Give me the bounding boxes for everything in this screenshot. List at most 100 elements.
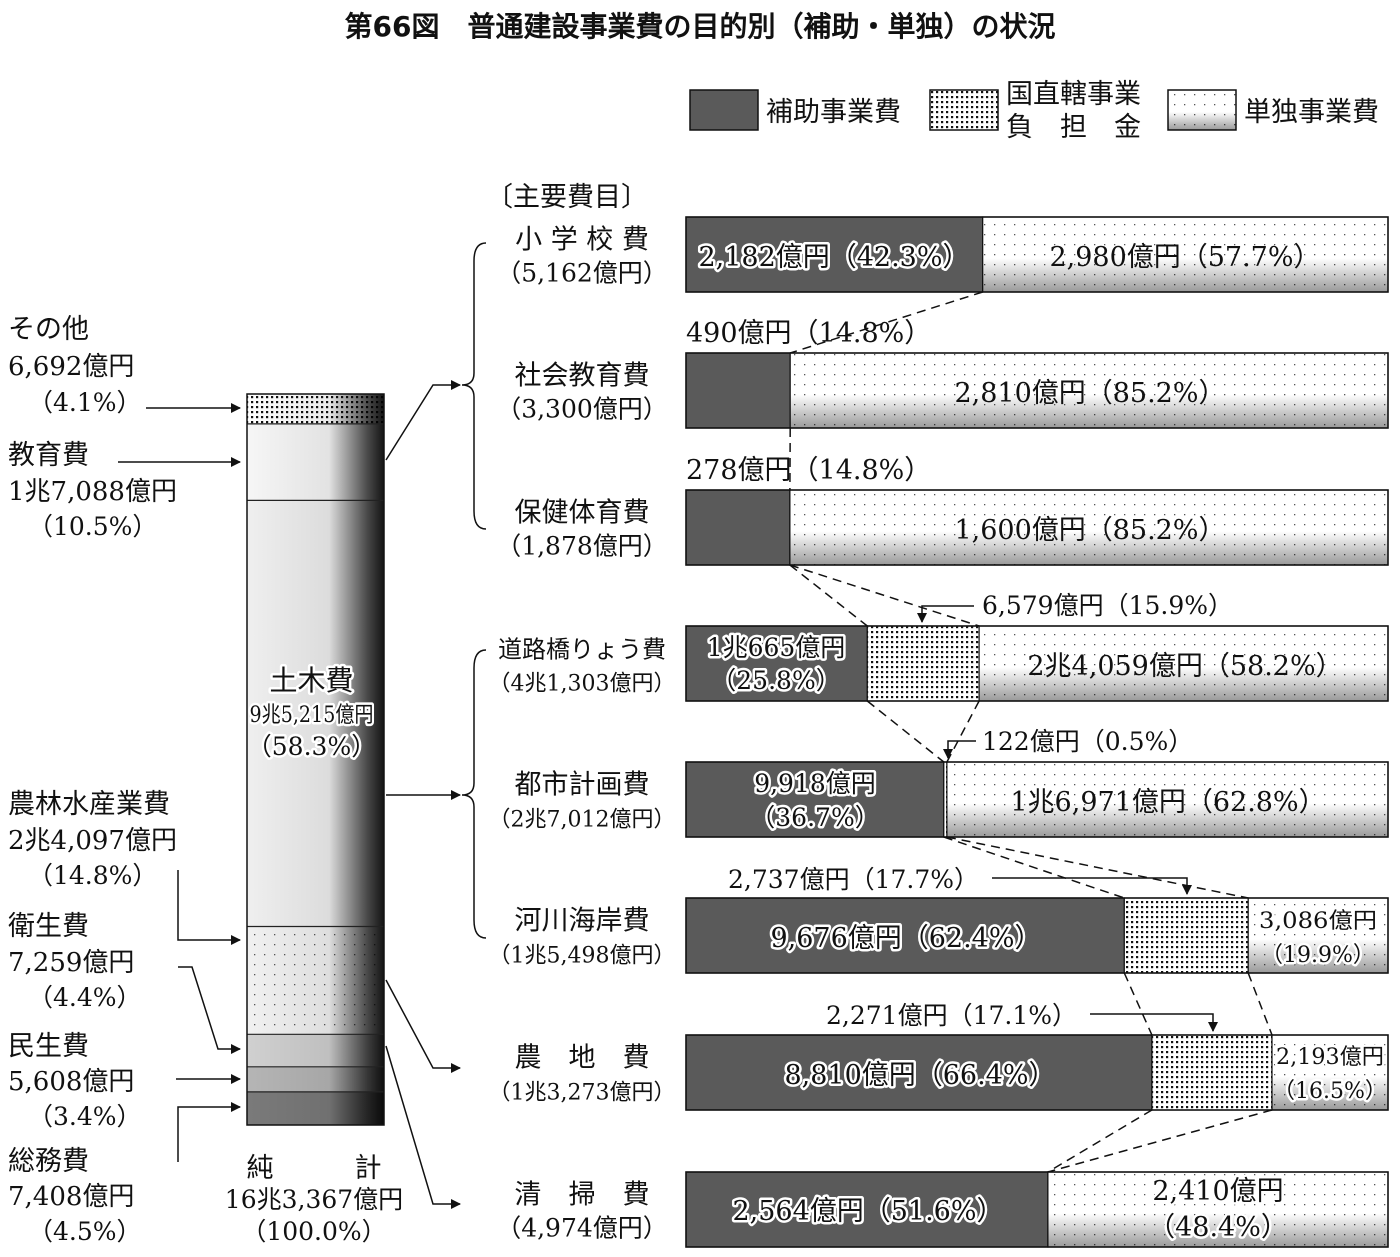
item-name-shogakko: 小 学 校 費 — [515, 225, 649, 256]
item-total-toshi: （2兆7,012億円） — [489, 808, 676, 833]
label-kasen-tandoku-1: 3,086億円 — [1259, 909, 1377, 934]
legend: 補助事業費 国直轄事業 負 担 金 単独事業費 — [689, 79, 1379, 143]
purpose-amount-kyoiku: 1兆7,088億円 — [8, 477, 177, 507]
label-nochi-tandoku-1: 2,193億円 — [1276, 1045, 1384, 1070]
label-seiso-tandoku-2: （48.4%） — [1148, 1212, 1288, 1243]
connector-dash-0 — [789, 291, 983, 354]
bar-shogakko-hojo — [685, 216, 984, 293]
bar-outline-seiso — [685, 1171, 1389, 1248]
label-doro-hojo-2: （25.8%） — [711, 666, 840, 695]
total-label: 純 計 — [247, 1153, 382, 1184]
bar-shakai-hojo — [685, 352, 791, 429]
bar-outline-toshi — [685, 761, 1389, 838]
label-doro-hojo-1: 1兆665億円 — [707, 633, 846, 662]
column-outline — [246, 393, 385, 1126]
item-total-kasen: （1兆5,498億円） — [489, 944, 676, 969]
bar-nochi-tandoku-shade — [1272, 1035, 1388, 1110]
label-shakai-tandoku: 2,810億円（85.2%） — [954, 378, 1225, 409]
purpose-share-minsei: （3.4%） — [28, 1102, 142, 1131]
label-doro-kokuchoku: 6,579億円（15.9%） — [982, 591, 1233, 620]
label-nochi-tandoku-2: （16.5%） — [1273, 1079, 1387, 1104]
label-shogakko-tandoku: 2,980億円（57.7%） — [1049, 242, 1320, 273]
bar-doro-hojo — [685, 625, 868, 702]
purpose-amount-norin: 2兆4,097億円 — [8, 826, 177, 856]
label-seiso-tandoku-1: 2,410億円 — [1152, 1176, 1283, 1207]
bar-toshi-hojo — [685, 761, 945, 838]
label-shakai-hojo: 490億円（14.8%） — [686, 318, 931, 349]
purpose-share-doboku: （58.3%） — [247, 732, 376, 761]
bar-shakai-tandoku-shade — [790, 353, 1388, 428]
purpose-name-kyoiku: 教育費 — [8, 440, 89, 471]
label-doro-tandoku: 2兆4,059億円（58.2%） — [1027, 651, 1342, 682]
label-kasen-tandoku-2: （19.9%） — [1261, 943, 1375, 968]
purpose-amount-doboku: 9兆5,215億円 — [250, 703, 374, 728]
connector-norin — [385, 979, 461, 1073]
bar-outline-doro — [685, 625, 1389, 702]
label-kasen-hojo: 9,676億円（62.4%） — [770, 923, 1041, 954]
brace-civil — [461, 649, 487, 939]
item-name-doro: 道路橋りょう費 — [498, 636, 666, 664]
item-name-shakai: 社会教育費 — [515, 361, 650, 392]
total-amount: 16兆3,367億円 — [225, 1185, 403, 1214]
callout-nochi — [1090, 1013, 1218, 1032]
bar-shogakko-tandoku-shade — [982, 217, 1388, 292]
item-name-toshi: 都市計画費 — [515, 770, 650, 801]
legend-swatch-tandoku-shade — [1168, 90, 1236, 130]
purpose-amount-somu: 7,408億円 — [8, 1182, 134, 1212]
purpose-name-minsei: 民生費 — [8, 1031, 89, 1062]
purpose-share-eisei: （4.4%） — [28, 983, 142, 1012]
column-shade — [247, 394, 384, 1125]
connector-kyoiku — [385, 380, 461, 461]
label-toshi-hojo-2: （36.7%） — [750, 803, 879, 832]
label-hoken-tandoku: 1,600億円（85.2%） — [954, 515, 1225, 546]
bar-doro-kokuchoku — [866, 625, 980, 702]
purpose-share-norin: （14.8%） — [28, 861, 157, 890]
callout-doro — [917, 605, 974, 623]
arrow-norin — [177, 870, 241, 945]
connector-dash-4-a — [943, 836, 1125, 899]
connector-dash-2-a — [789, 564, 868, 627]
connector-dash-6-a — [1047, 1109, 1153, 1173]
legend-label-kokuchoku-2: 負 担 金 — [1006, 112, 1141, 143]
purpose-share-sonota: （4.1%） — [28, 388, 142, 417]
sub-header: 〔主要費目〕 — [486, 182, 648, 213]
chart-title: 第66図 普通建設事業費の目的別（補助・単独）の状況 — [345, 10, 1056, 43]
bar-outline-shogakko — [685, 216, 1389, 293]
brace-education — [461, 242, 487, 530]
item-total-hoken: （1,878億円） — [496, 532, 668, 561]
callout-toshi — [943, 740, 976, 759]
label-nochi-hojo: 8,810億円（66.4%） — [784, 1060, 1055, 1091]
purpose-share-kyoiku: （10.5%） — [28, 512, 157, 541]
label-nochi-kokuchoku: 2,271億円（17.1%） — [826, 1001, 1077, 1030]
label-toshi-hojo-1: 9,918億円 — [754, 769, 876, 798]
bar-toshi-tandoku-shade — [946, 762, 1388, 837]
connector-dash-4-b — [946, 836, 1249, 899]
bar-outline-shakai — [685, 352, 1389, 429]
item-total-nochi: （1兆3,273億円） — [489, 1081, 676, 1106]
purpose-name-sonota: その他 — [8, 314, 89, 345]
label-kasen-kokuchoku: 2,737億円（17.7%） — [728, 865, 979, 894]
total-pct: （100.0%） — [241, 1217, 386, 1246]
bar-kasen-kokuchoku — [1123, 897, 1249, 974]
bar-outline-nochi — [685, 1034, 1389, 1111]
connector-dash-6-b — [1047, 1109, 1273, 1173]
connector-dash-2-b — [789, 564, 980, 627]
item-bar-labels: 2,182億円（42.3%）2,980億円（57.7%）490億円（14.8%）… — [686, 240, 1389, 1246]
item-bars — [685, 216, 1389, 1248]
item-name-hoken: 保健体育費 — [515, 498, 650, 529]
bar-kasen-tandoku-shade — [1248, 898, 1388, 973]
bar-doro-tandoku-shade — [979, 626, 1388, 701]
purpose-name-norin: 農林水産業費 — [8, 789, 170, 820]
item-name-nochi: 農 地 費 — [515, 1043, 650, 1074]
purpose-column — [246, 393, 385, 1126]
connector-dash-5-b — [1247, 972, 1273, 1036]
legend-label-hojo: 補助事業費 — [766, 97, 901, 128]
item-total-shakai: （3,300億円） — [496, 395, 668, 424]
purpose-share-somu: （4.5%） — [28, 1217, 142, 1246]
bar-nochi-kokuchoku — [1151, 1034, 1273, 1111]
label-toshi-tandoku: 1兆6,971億円（62.8%） — [1010, 787, 1325, 818]
connector-dash-3-b — [946, 700, 980, 763]
callout-kasen — [992, 877, 1192, 895]
bar-outline-kasen — [685, 897, 1389, 974]
